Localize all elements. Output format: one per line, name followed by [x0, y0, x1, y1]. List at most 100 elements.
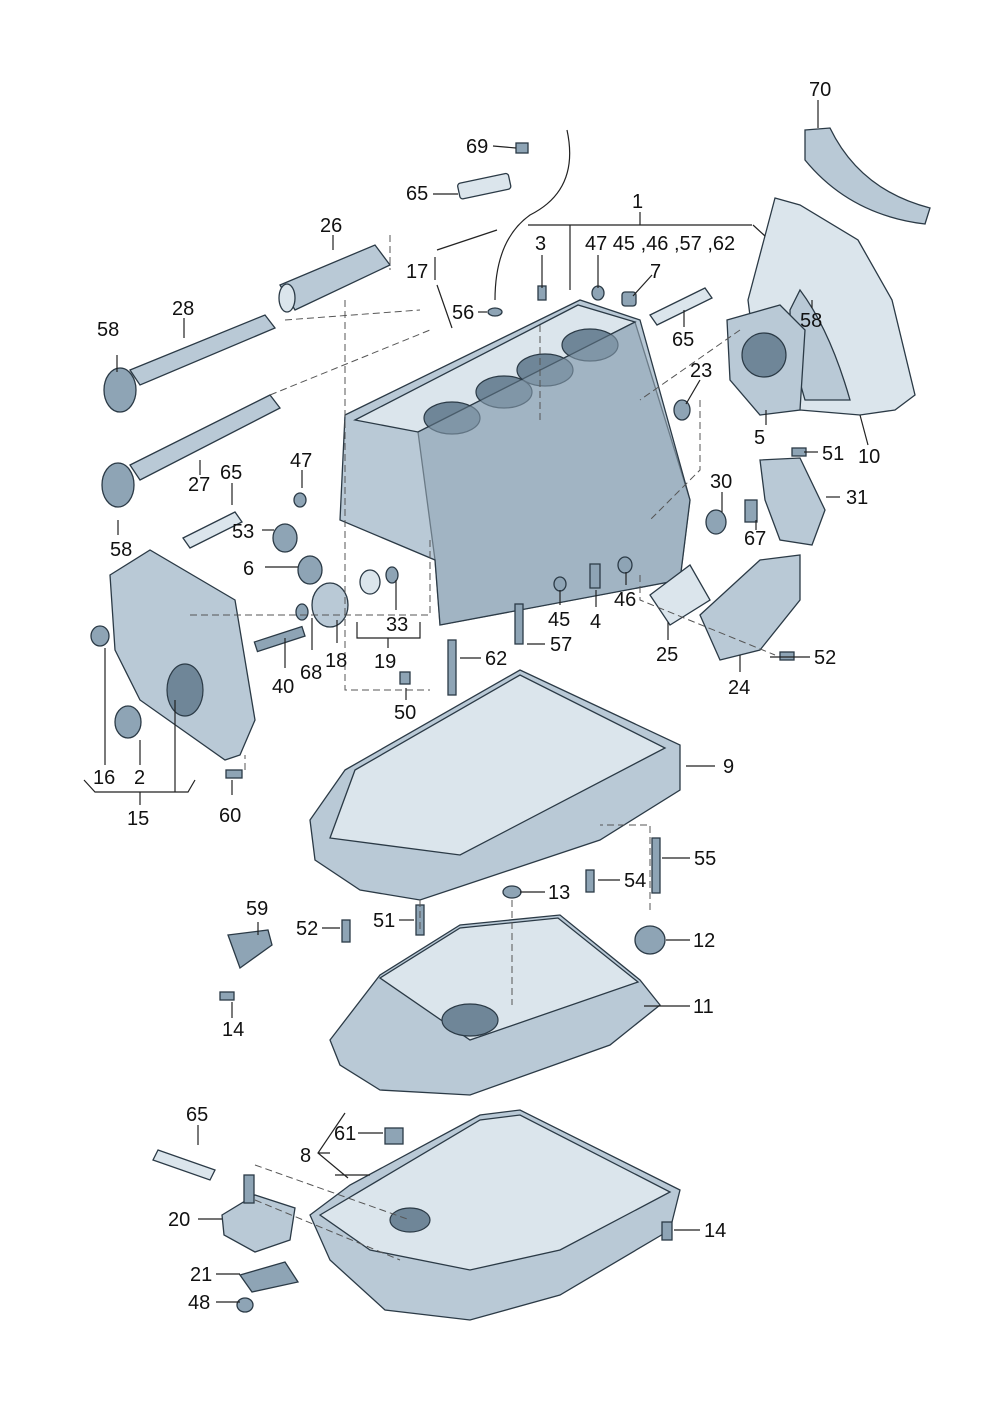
callout-16: 16	[93, 767, 115, 789]
callout-27: 27	[188, 474, 210, 496]
callout-28: 28	[172, 298, 194, 320]
part-9-top-face	[329, 674, 667, 856]
callout-60: 60	[219, 805, 241, 827]
part-27-balance-shaft	[129, 394, 281, 481]
part-15-timing-cover	[109, 549, 256, 761]
callout-15: 15	[127, 808, 149, 830]
callout-68: 68	[300, 662, 322, 684]
callout-7: 7	[650, 261, 661, 283]
callout-19: 19	[374, 651, 396, 673]
callout-13: 13	[548, 882, 570, 904]
callout-31: 31	[846, 487, 868, 509]
part-65-sealant-tube-bottom	[152, 1149, 216, 1181]
callout-67: 67	[744, 528, 766, 550]
part-51-bolt-top	[791, 447, 807, 457]
part-48-nut	[236, 1297, 254, 1313]
part-19-bushing	[359, 569, 381, 595]
callout-52: 52	[296, 918, 318, 940]
part-70-cover	[804, 127, 931, 225]
part-65-sealant-tube-top	[457, 172, 512, 200]
part-18-gear	[311, 582, 349, 628]
callout-1: 1	[632, 191, 643, 213]
part-25-gasket	[649, 564, 711, 626]
part-17-dipstick-tube	[494, 129, 571, 301]
part-8-drain	[389, 1207, 431, 1233]
dashed-assembly-lines	[190, 235, 776, 1261]
callout-53: 53	[232, 521, 254, 543]
callout-65: 65	[220, 462, 242, 484]
part-13-washer	[502, 885, 522, 899]
callout-46: 46	[614, 589, 636, 611]
part-15-cover-hole	[166, 663, 204, 717]
part-57-bolt	[514, 603, 524, 645]
part-62-bolt	[447, 639, 457, 696]
part-20-sensor-stem	[243, 1174, 255, 1204]
callout-59: 59	[246, 898, 268, 920]
callout-33: 33	[386, 614, 408, 636]
part-47-plug-top	[591, 285, 605, 301]
callout-14: 14	[222, 1019, 244, 1041]
callout-26: 26	[320, 215, 342, 237]
callout-40: 40	[272, 676, 294, 698]
leader-lines	[83, 100, 869, 1303]
part-47-plug	[293, 492, 307, 508]
part-20-level-sensor	[221, 1194, 296, 1253]
part-69-bolt	[515, 142, 529, 154]
part-40-bolt	[253, 625, 306, 653]
callout-70: 70	[809, 79, 831, 101]
part-3-pin	[537, 285, 547, 301]
callout-47-45-46-57-62: 47 45 ,46 ,57 ,62	[585, 233, 735, 255]
part-12-oil-pickup	[634, 925, 666, 955]
callout-8: 8	[300, 1145, 311, 1167]
part-28-balance-shaft	[129, 314, 277, 386]
callout-55: 55	[694, 848, 716, 870]
callout-61: 61	[334, 1123, 356, 1145]
part-52-bolt-left	[341, 919, 351, 943]
callout-23: 23	[690, 360, 712, 382]
callout-45: 45	[548, 609, 570, 631]
callout-65: 65	[406, 183, 428, 205]
callout-24: 24	[728, 677, 750, 699]
callout-58: 58	[97, 319, 119, 341]
part-7-sleeve	[621, 291, 637, 307]
callout-65: 65	[186, 1104, 208, 1126]
part-55-bolt	[651, 837, 661, 894]
part-56-oring	[487, 307, 503, 317]
part-68-washer	[295, 603, 309, 621]
callout-65: 65	[672, 329, 694, 351]
part-50-pin	[399, 671, 411, 685]
part-65-sealant-tube-mid	[182, 511, 243, 549]
callout-10: 10	[858, 446, 880, 468]
part-53-plug	[272, 523, 298, 553]
part-27-gear	[101, 462, 135, 508]
callout-5: 5	[754, 427, 765, 449]
callout-12: 12	[693, 930, 715, 952]
part-54-bolt	[585, 869, 595, 893]
part-33-ring	[385, 566, 399, 584]
part-11-hole	[441, 1003, 499, 1037]
callout-17: 17	[406, 261, 428, 283]
part-24-oil-filter-housing	[699, 554, 801, 661]
part-31-housing	[759, 457, 826, 546]
callout-51: 51	[822, 443, 844, 465]
callout-18: 18	[325, 650, 347, 672]
part-16-seal	[90, 625, 110, 647]
callout-2: 2	[134, 767, 145, 789]
part-52-bolt-right	[779, 651, 795, 661]
callout-4: 4	[590, 611, 601, 633]
part-51-bolt-left	[415, 904, 425, 936]
part-26-end	[278, 283, 296, 313]
callout-20: 20	[168, 1209, 190, 1231]
callout-58: 58	[110, 539, 132, 561]
part-14-bolt-left	[219, 991, 235, 1001]
callout-52: 52	[814, 647, 836, 669]
part-2-seal	[114, 705, 142, 739]
part-60-bolt	[225, 769, 243, 779]
callout-21: 21	[190, 1264, 212, 1286]
part-5-seal	[741, 332, 787, 378]
callout-6: 6	[243, 558, 254, 580]
part-61-plug	[384, 1127, 404, 1145]
callout-30: 30	[710, 471, 732, 493]
